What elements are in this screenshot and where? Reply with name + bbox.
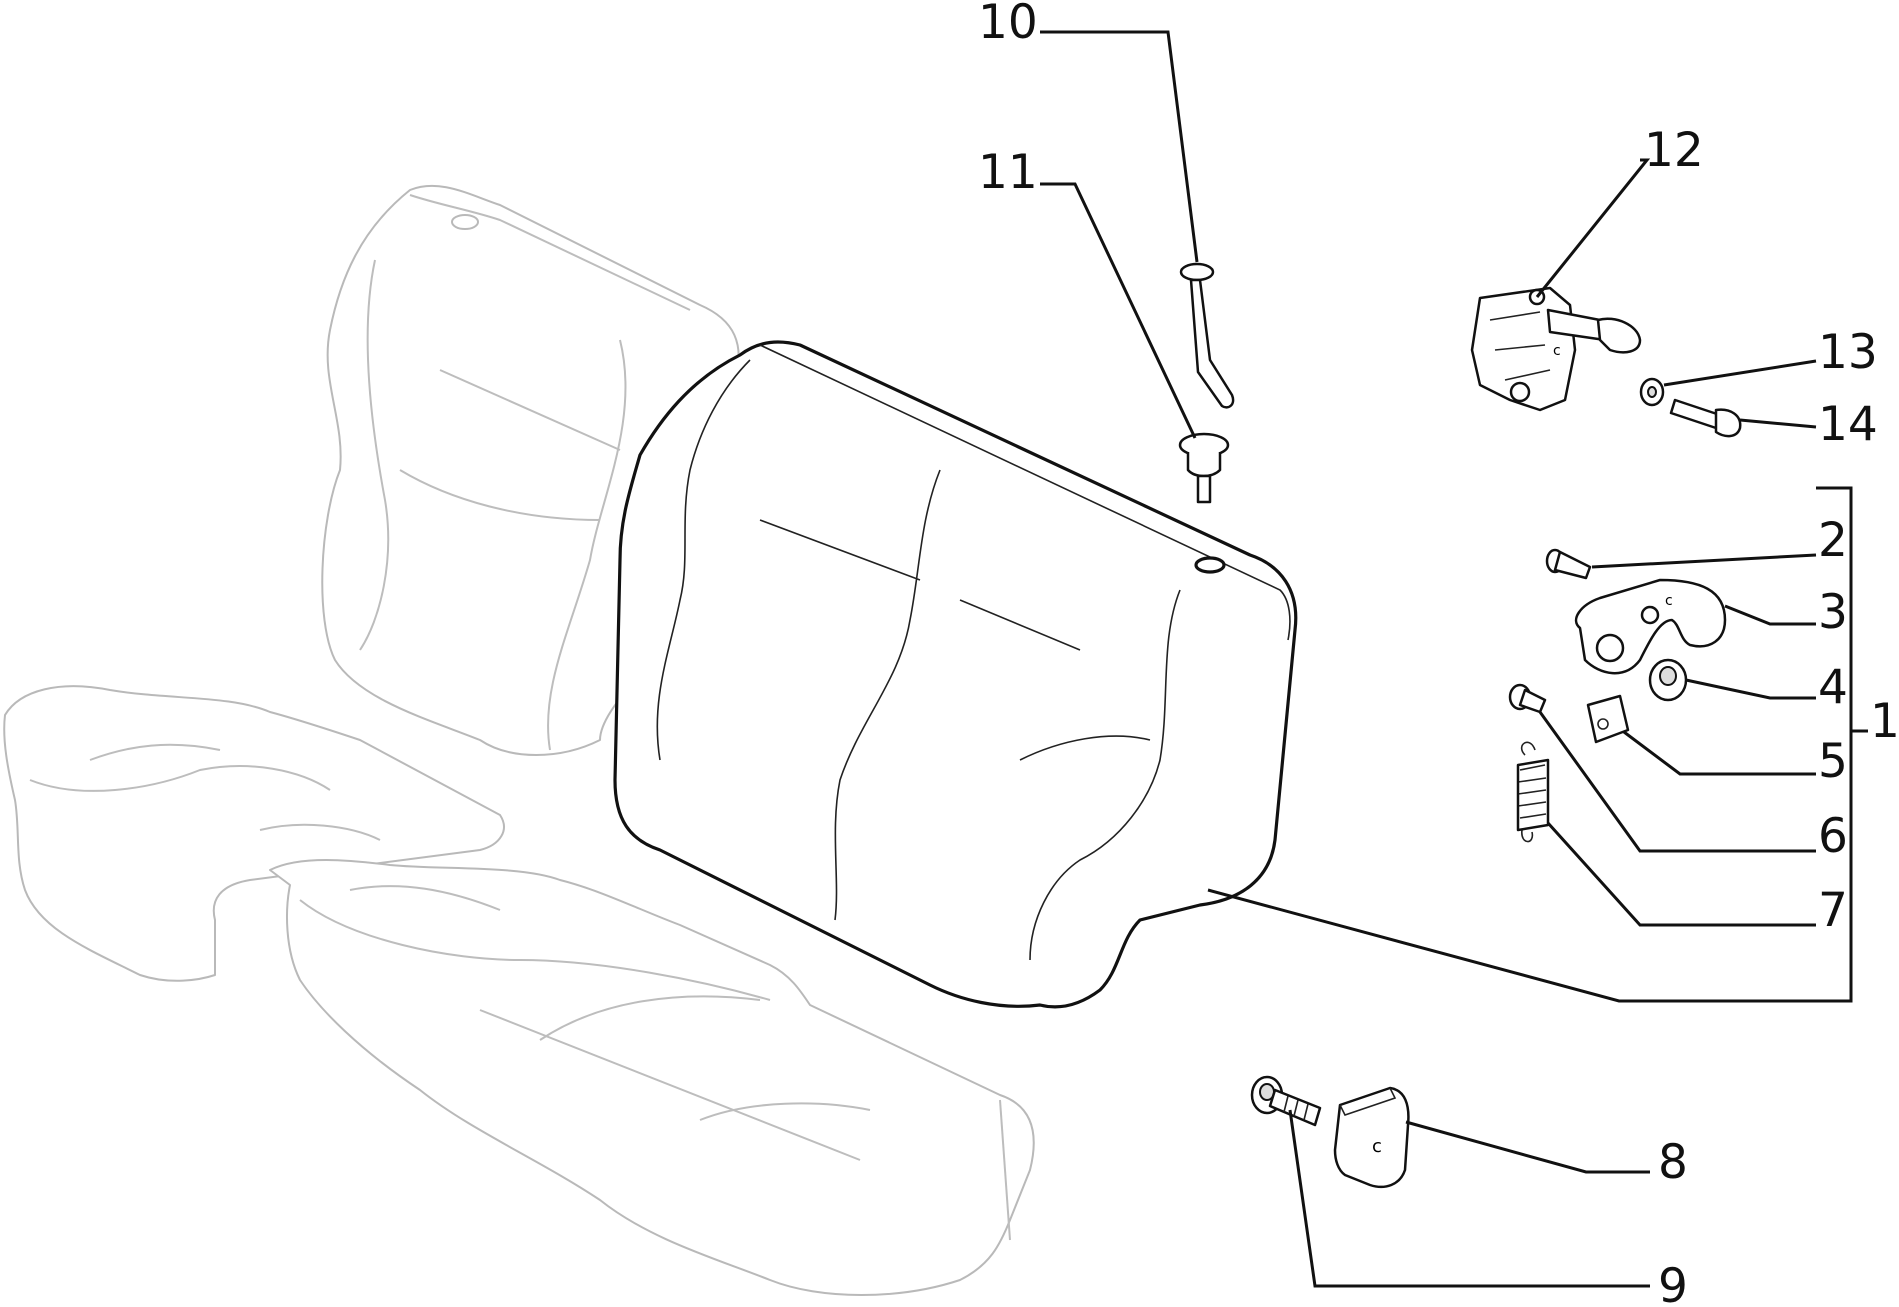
svg-text:c: c — [1553, 343, 1561, 359]
part-11-grommet — [1178, 432, 1230, 504]
callout-2: 2 — [1818, 513, 1848, 568]
callout-8: 8 — [1658, 1135, 1688, 1190]
callout-1: 1 — [1870, 694, 1899, 749]
part-8-cap: c — [1333, 1086, 1410, 1189]
part-10-pin — [1179, 262, 1235, 409]
part-4-bushing — [1648, 658, 1688, 702]
ghost-left-cushion — [3, 685, 505, 982]
callout-9: 9 — [1658, 1259, 1688, 1307]
callout-7: 7 — [1818, 883, 1848, 938]
callout-10: 10 — [978, 0, 1038, 50]
part-2-screw — [1545, 548, 1592, 580]
part-3-bracket: c — [1574, 578, 1727, 675]
part-7-spring — [1516, 741, 1550, 843]
part-13-washer — [1639, 377, 1665, 407]
callout-5: 5 — [1818, 734, 1848, 789]
backrest-assembly — [613, 340, 1298, 1009]
svg-text:c: c — [1665, 593, 1673, 609]
callout-13: 13 — [1818, 325, 1878, 380]
part-14-bolt — [1669, 398, 1742, 438]
callout-3: 3 — [1818, 585, 1848, 640]
callout-11: 11 — [978, 145, 1038, 200]
callout-12: 12 — [1644, 123, 1704, 178]
ghost-right-cushion — [269, 859, 1035, 1296]
callout-14: 14 — [1818, 397, 1878, 452]
part-6-pin — [1508, 683, 1547, 714]
svg-text:c: c — [1372, 1136, 1382, 1157]
part-5-plate — [1586, 694, 1630, 744]
leader-lines — [1040, 30, 1868, 1288]
part-9-bolt — [1250, 1075, 1322, 1127]
part-12-latch: c — [1470, 286, 1642, 412]
callout-6: 6 — [1818, 809, 1848, 864]
callout-4: 4 — [1818, 660, 1848, 715]
callout-labels: 10 11 12 13 14 2 3 4 5 6 7 1 8 9 — [978, 0, 1899, 1307]
